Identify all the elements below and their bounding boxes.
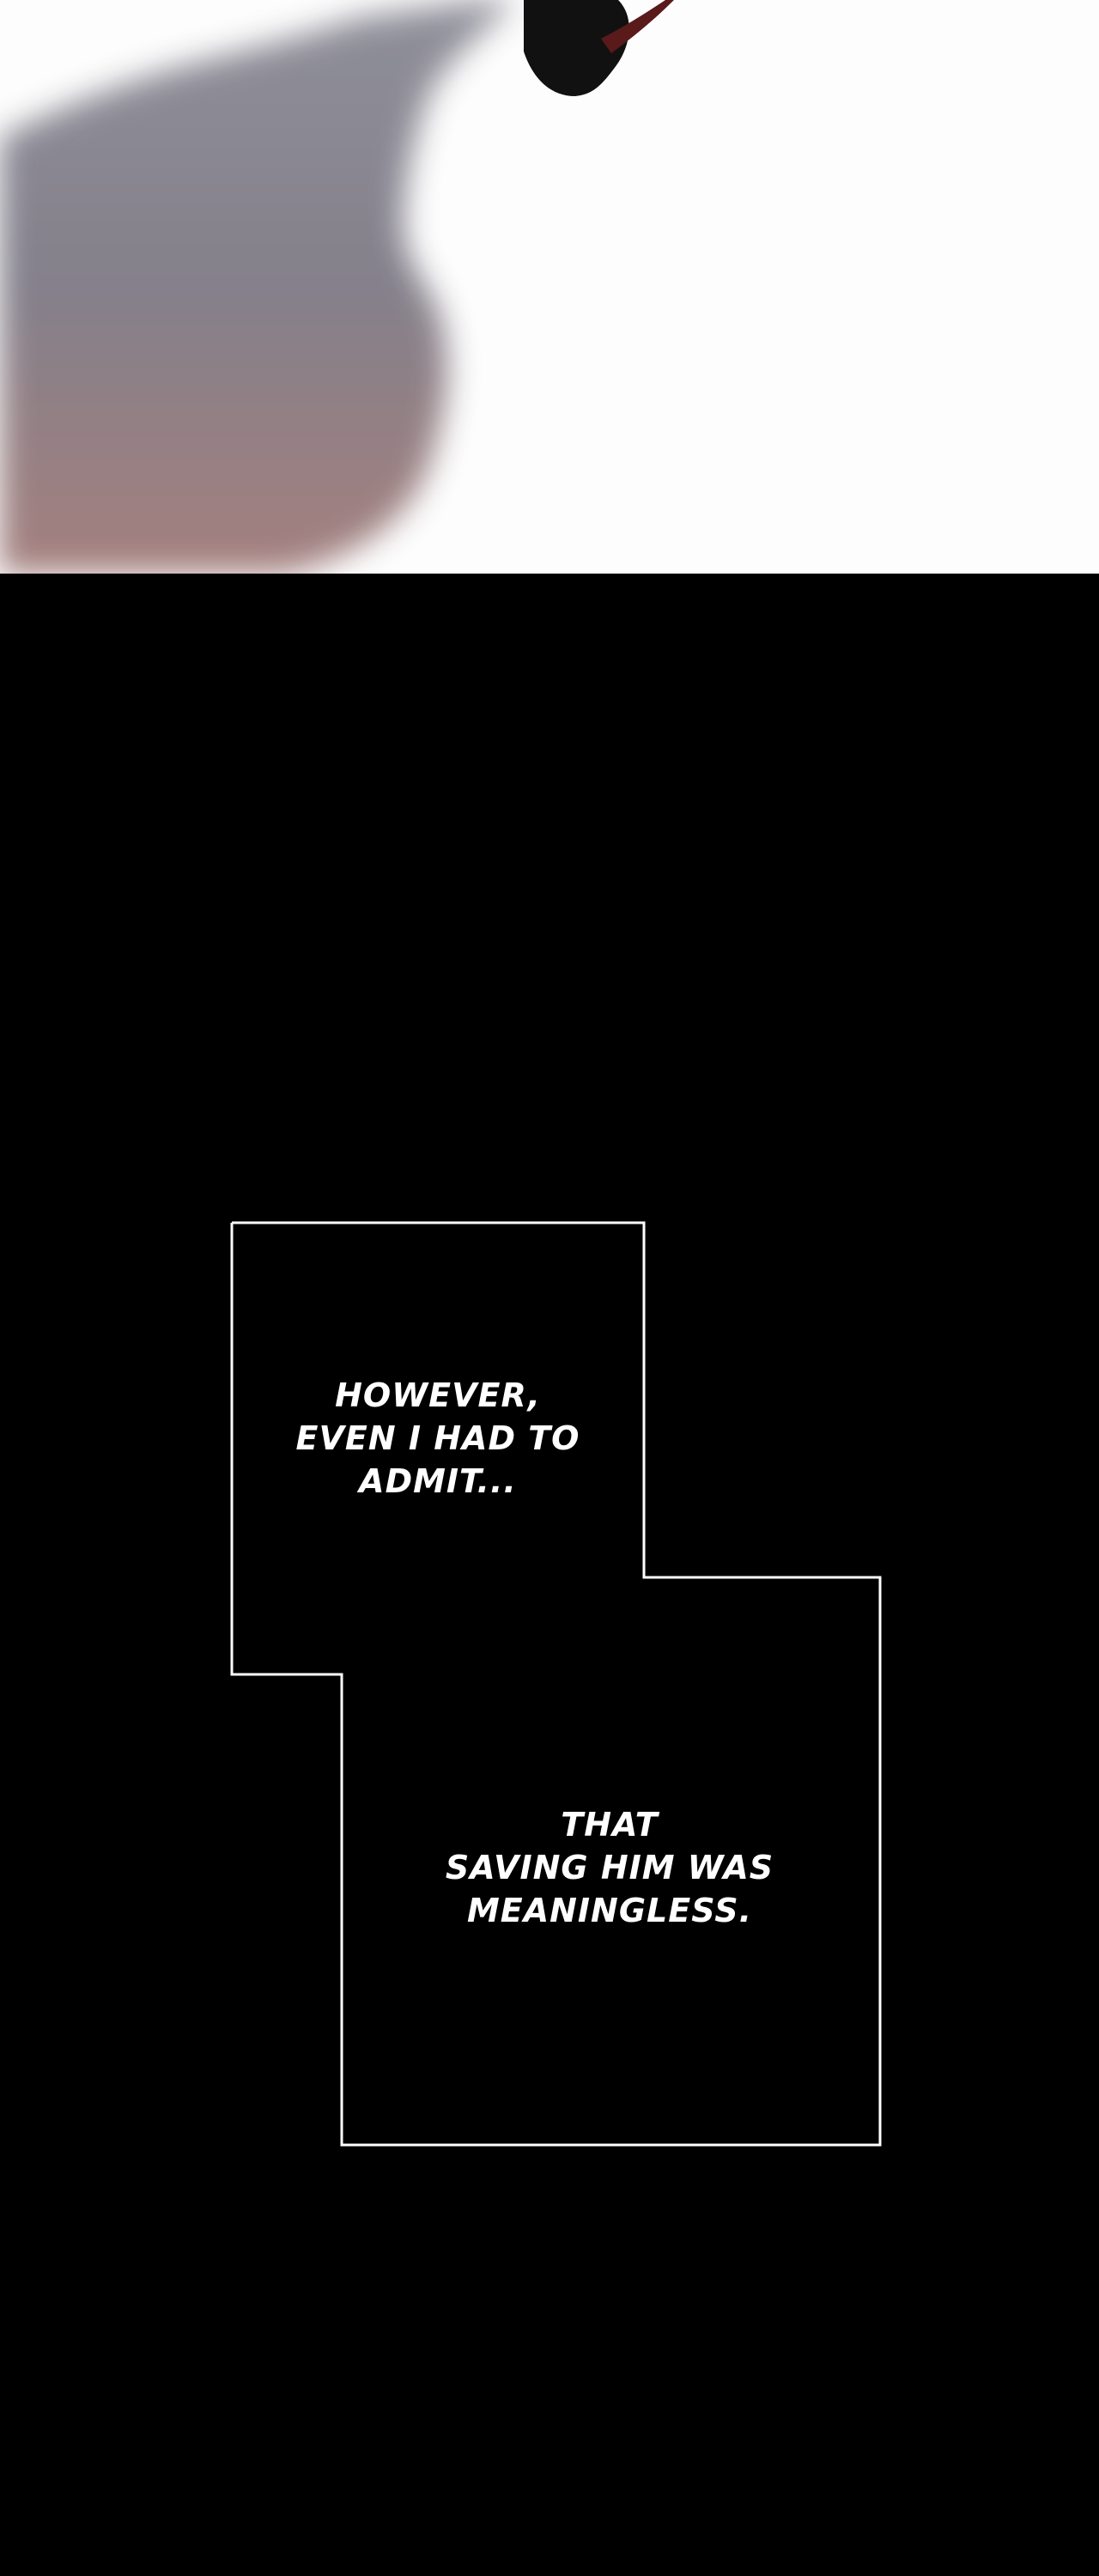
caption-meaningless: THAT SAVING HIM WAS MEANINGLESS. — [445, 1806, 774, 1929]
shadow-illustration — [0, 0, 674, 574]
caption-however: HOWEVER, EVEN I HAD TO ADMIT... — [295, 1376, 580, 1500]
frame-outline — [230, 1221, 882, 2147]
top-panel — [0, 0, 1099, 574]
cloth-edge — [601, 0, 674, 53]
figure-shadow — [0, 0, 515, 574]
bottom-panel — [0, 574, 1099, 2576]
cloth-shape — [524, 0, 629, 96]
